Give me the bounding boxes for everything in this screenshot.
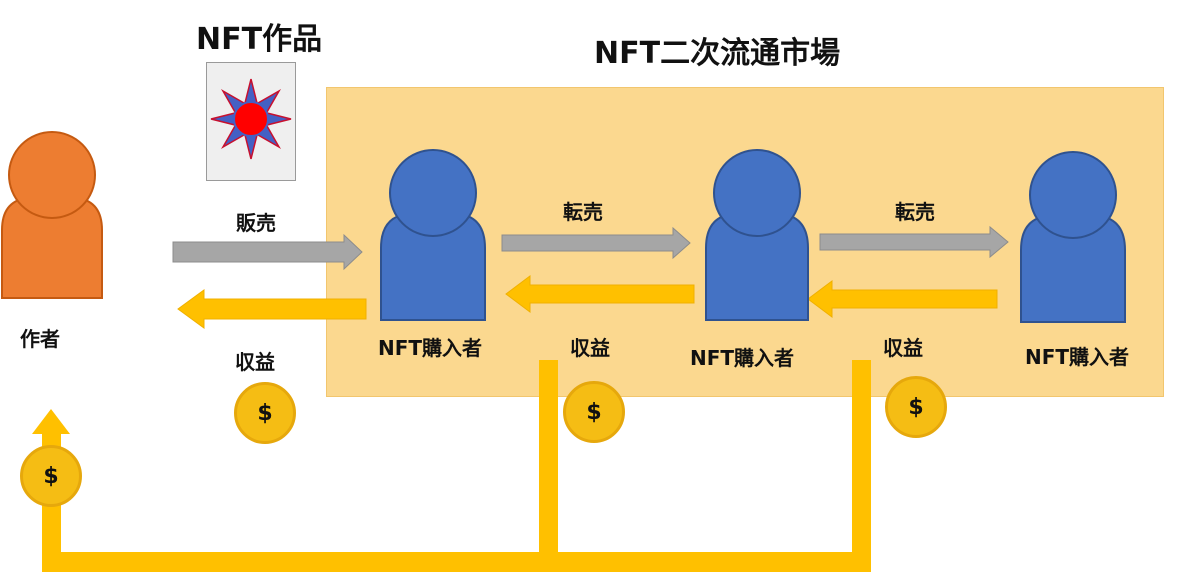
market-title: NFT二次流通市場: [594, 36, 841, 71]
coin-icon-3: $: [885, 376, 947, 438]
revenue-label-3: 収益: [883, 336, 923, 360]
coin-icon-2: $: [563, 381, 625, 443]
creator-label: 作者: [20, 327, 60, 351]
sale-label: 販売: [236, 211, 276, 235]
revenue-label-2: 収益: [570, 336, 610, 360]
buyer-label-1: NFT購入者: [378, 336, 483, 360]
buyer-label-2: NFT購入者: [690, 346, 795, 370]
sun-icon: [210, 78, 292, 160]
revenue-arrow-3: [807, 280, 998, 318]
creator-person-icon: [1, 131, 103, 299]
revenue-label-1: 収益: [235, 350, 275, 374]
coin-icon-1: $: [234, 382, 296, 444]
resale-label-1: 転売: [563, 200, 603, 224]
buyer-label-3: NFT購入者: [1025, 345, 1130, 369]
buyer-person-icon-1: [380, 149, 486, 321]
resale-arrow-2: [819, 225, 1009, 259]
revenue-arrow-2: [505, 275, 695, 313]
nft-artwork: [206, 62, 296, 181]
coin-icon-4: $: [20, 445, 82, 507]
revenue-arrow-1: [177, 289, 367, 329]
resale-arrow-1: [501, 226, 691, 260]
buyer-person-icon-3: [1020, 151, 1126, 323]
sale-arrow: [172, 233, 363, 271]
resale-label-2: 転売: [895, 200, 935, 224]
buyer-person-icon-2: [705, 149, 809, 321]
artwork-title: NFT作品: [196, 22, 323, 57]
royalty-path: [32, 360, 871, 572]
